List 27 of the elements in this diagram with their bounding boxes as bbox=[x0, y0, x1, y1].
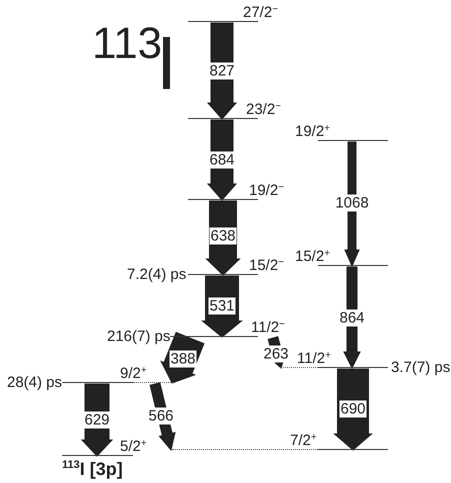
lifetime-label: 216(7) ps bbox=[107, 329, 170, 344]
spin-label: 9/2$^{+}$ bbox=[120, 366, 147, 381]
energy-label: 638 bbox=[209, 228, 237, 244]
spin-label: 15/2$^{+}$ bbox=[295, 249, 330, 264]
energy-label: 531 bbox=[207, 296, 237, 316]
energy-label: 1068 bbox=[334, 194, 370, 212]
spin-label: 15/2$^{−}$ bbox=[249, 258, 284, 273]
energy-label: 864 bbox=[338, 310, 366, 326]
energy-label: 566 bbox=[147, 408, 175, 424]
energy-label: 684 bbox=[208, 152, 236, 168]
energy-label: 827 bbox=[208, 62, 236, 80]
lifetime-label: 28(4) ps bbox=[7, 375, 62, 390]
spin-label: 5/2$^{+}$ bbox=[120, 439, 147, 454]
spin-label: 27/2$^{−}$ bbox=[243, 5, 278, 20]
lifetime-label: 3.7(7) ps bbox=[391, 360, 450, 375]
lifetime-label: 7.2(4) ps bbox=[127, 267, 186, 282]
spin-label: 23/2$^{−}$ bbox=[246, 102, 282, 117]
spin-label: 19/2$^{−}$ bbox=[249, 183, 284, 198]
scale-label: 113 bbox=[92, 22, 162, 66]
spin-label: 19/2$^{+}$ bbox=[295, 124, 330, 139]
energy-label: 690 bbox=[339, 400, 367, 418]
spin-label: 11/2$^{+}$ bbox=[297, 351, 331, 366]
energy-label: 388 bbox=[169, 350, 197, 368]
spin-label: 11/2$^{−}$ bbox=[251, 320, 285, 335]
nucleus-label: $^{113}$I [3p] bbox=[62, 459, 123, 479]
energy-label: 629 bbox=[83, 412, 111, 428]
spin-label: 7/2$^{+}$ bbox=[290, 433, 317, 448]
